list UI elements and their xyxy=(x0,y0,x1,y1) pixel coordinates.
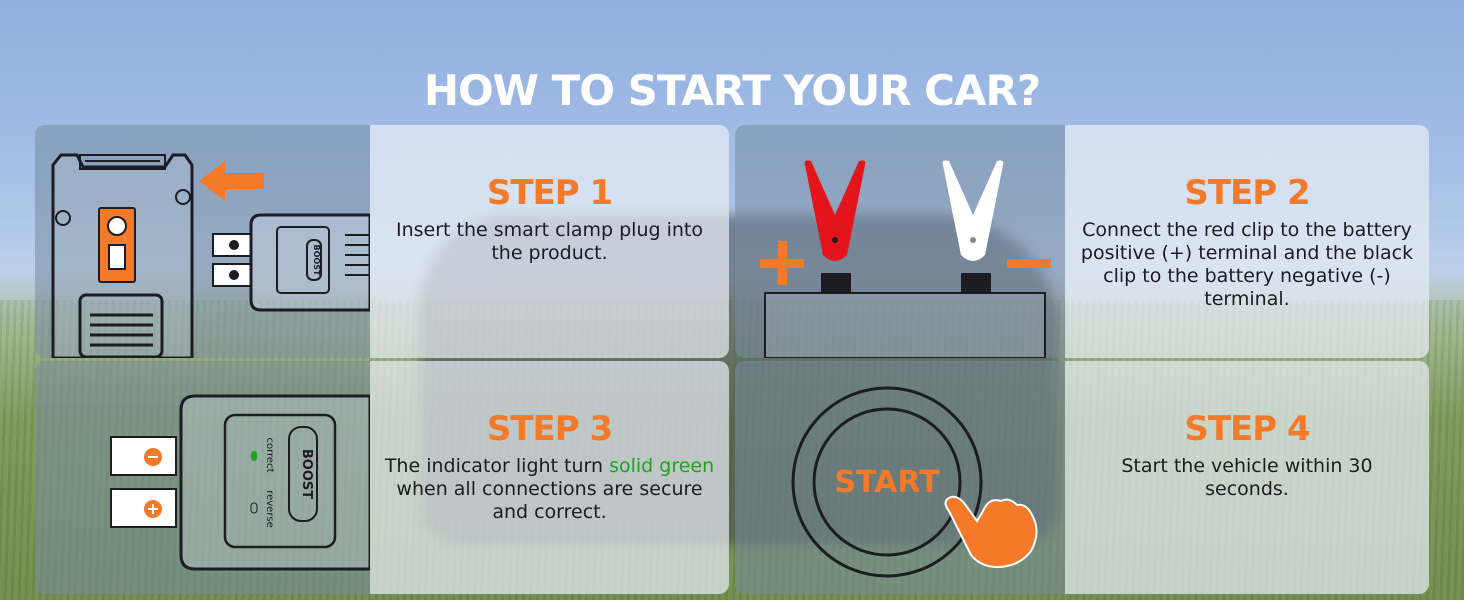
step-card-3: BOOST correct reverse STEP 3 The indicat… xyxy=(35,361,729,594)
jump-starter-plug-illustration: BOOST xyxy=(51,153,370,358)
start-label: START xyxy=(834,465,940,500)
step-2-description: Connect the red clip to the battery posi… xyxy=(1080,219,1414,310)
step-3-description: The indicator light turn solid green whe… xyxy=(384,455,715,524)
step-4-title: STEP 4 xyxy=(1184,409,1310,449)
boost-label: BOOST xyxy=(299,449,314,499)
step-3-desc-green: solid green xyxy=(609,455,715,477)
red-clamp-icon xyxy=(804,160,866,261)
battery-clamps-illustration xyxy=(760,160,1051,358)
correct-label: correct xyxy=(264,437,275,472)
step-4-text-panel: STEP 4 Start the vehicle within 30 secon… xyxy=(1065,361,1429,594)
step-3-desc-after: when all connections are secure and corr… xyxy=(396,478,703,523)
step-2-illustration xyxy=(735,125,1065,358)
green-indicator-light xyxy=(251,451,257,461)
step-3-desc-before: The indicator light turn xyxy=(384,455,610,477)
step-3-illustration: BOOST correct reverse xyxy=(35,361,370,594)
step-1-title: STEP 1 xyxy=(486,173,613,213)
step-1-text-panel: STEP 1 Insert the smart clamp plug into … xyxy=(370,125,729,358)
arrow-left-icon xyxy=(199,161,264,201)
step-card-1: BOOST STEP 1 Insert the smart clamp plug… xyxy=(35,125,729,358)
step-4-illustration: START xyxy=(735,361,1065,594)
white-clamp-icon xyxy=(942,160,1004,261)
step-card-2: STEP 2 Connect the red clip to the batte… xyxy=(735,125,1429,358)
step-4-description: Start the vehicle within 30 seconds. xyxy=(1121,455,1373,500)
reverse-label: reverse xyxy=(264,490,275,528)
step-3-text-panel: STEP 3 The indicator light turn solid gr… xyxy=(370,361,729,594)
step-3-title: STEP 3 xyxy=(486,409,613,449)
page-title: HOW TO START YOUR CAR? xyxy=(423,66,1041,115)
minus-icon xyxy=(1007,259,1051,268)
start-button-illustration: START xyxy=(791,386,1038,578)
step-card-4: START STEP 4 Start the vehicle within 30… xyxy=(735,361,1429,594)
step-2-title: STEP 2 xyxy=(1184,173,1310,213)
step-2-text-panel: STEP 2 Connect the red clip to the batte… xyxy=(1065,125,1429,358)
hand-pointer-icon xyxy=(944,495,1038,569)
smart-clamp-indicator-illustration: BOOST correct reverse xyxy=(110,394,370,571)
step-1-illustration: BOOST xyxy=(35,125,370,358)
step-1-description: Insert the smart clamp plug into the pro… xyxy=(396,219,703,264)
boost-label-small: BOOST xyxy=(312,245,321,276)
